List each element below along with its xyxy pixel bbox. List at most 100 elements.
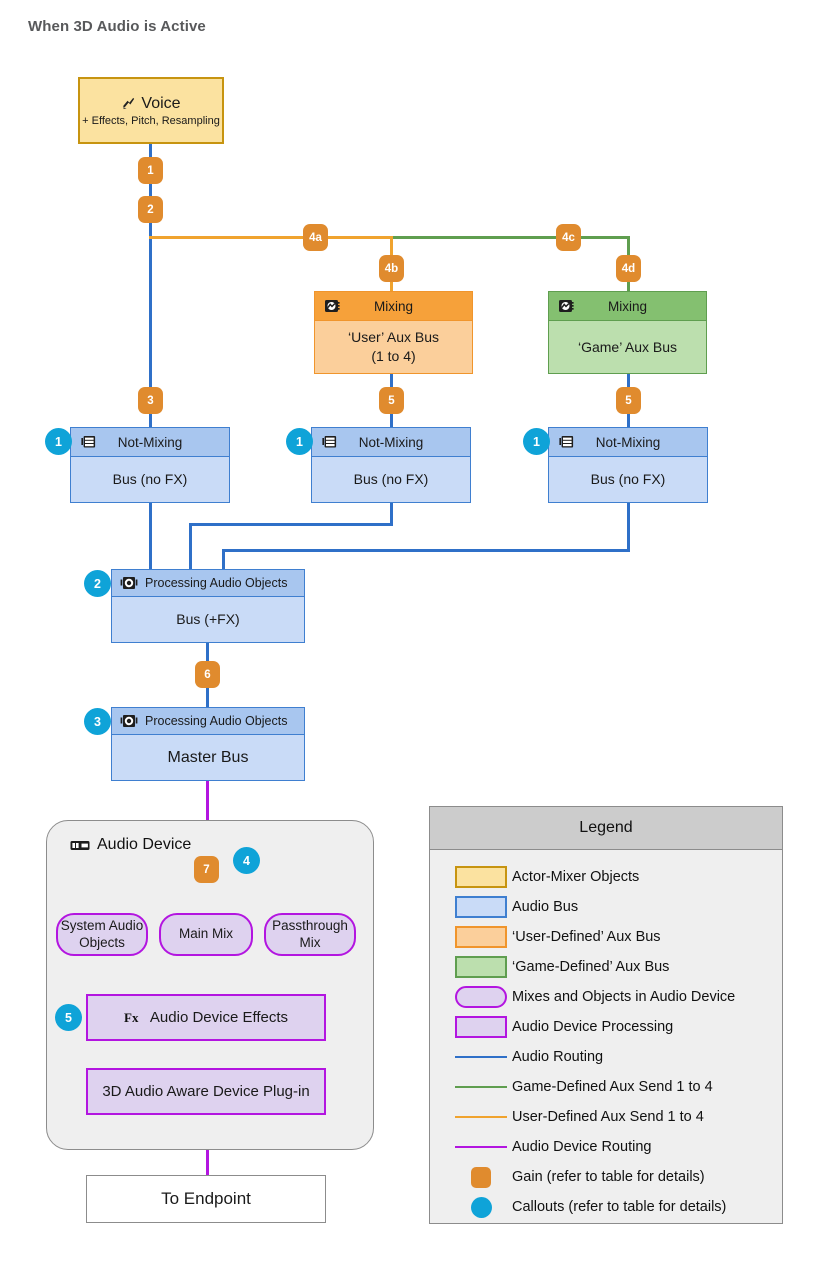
legend-row: Game-Defined Aux Send 1 to 4 — [430, 1072, 782, 1102]
callout-badge-1-middle[interactable]: 1 — [286, 428, 313, 455]
legend-title: Legend — [430, 807, 782, 850]
game-send-horizontal — [390, 236, 628, 239]
legend-swatch — [450, 1086, 512, 1088]
legend-row: ‘Game-Defined’ Aux Bus — [430, 952, 782, 982]
page-title: When 3D Audio is Active — [28, 18, 206, 35]
legend-label: Callouts (refer to table for details) — [512, 1199, 727, 1215]
callout-badge-3[interactable]: 3 — [84, 708, 111, 735]
legend-swatch-mark — [470, 1196, 492, 1218]
gain-badge-4b[interactable]: 4b — [379, 255, 404, 282]
node-main-mix[interactable]: Main Mix — [159, 913, 253, 956]
gain-badge-7[interactable]: 7 — [194, 856, 219, 883]
bus-right-body: Bus (no FX) — [549, 457, 707, 502]
audio-device-label-row: Audio Device — [70, 836, 191, 854]
node-voice[interactable]: Voice + Effects, Pitch, Resampling — [78, 77, 224, 144]
node-game-aux-bus[interactable]: Mixing ‘Game’ Aux Bus — [548, 291, 707, 374]
bus-middle-header-label: Not-Mixing — [358, 434, 424, 450]
bus-middle-body: Bus (no FX) — [312, 457, 470, 502]
node-endpoint[interactable]: To Endpoint — [86, 1175, 326, 1223]
legend-swatch — [450, 896, 512, 918]
callout-badge-5[interactable]: 5 — [55, 1004, 82, 1031]
legend-swatch-mark — [471, 1166, 491, 1188]
legend-label: Actor-Mixer Objects — [512, 869, 640, 885]
legend-swatch — [450, 1116, 512, 1118]
fx-icon: Fx — [124, 1010, 142, 1025]
node-bus-middle[interactable]: Not-Mixing Bus (no FX) — [311, 427, 471, 503]
user-aux-line2: (1 to 4) — [371, 348, 416, 364]
voice-icon — [121, 96, 136, 111]
gain-badge-2[interactable]: 2 — [138, 196, 163, 223]
legend-row: Actor-Mixer Objects — [430, 862, 782, 892]
node-bus-right[interactable]: Not-Mixing Bus (no FX) — [548, 427, 708, 503]
node-device-plugin[interactable]: 3D Audio Aware Device Plug-in — [86, 1068, 326, 1115]
legend-label: ‘Game-Defined’ Aux Bus — [512, 959, 670, 975]
gain-badge-4d[interactable]: 4d — [616, 255, 641, 282]
gain-badge-3[interactable]: 3 — [138, 387, 163, 414]
node-master-bus[interactable]: Processing Audio Objects Master Bus — [111, 707, 305, 781]
voice-title: Voice — [141, 94, 181, 112]
legend-swatch — [450, 986, 512, 1008]
routing-middle-bus-across — [189, 523, 393, 526]
user-aux-line1: ‘User’ Aux Bus — [347, 329, 440, 346]
master-bus-body: Master Bus — [112, 735, 304, 780]
legend-row: Audio Device Routing — [430, 1132, 782, 1162]
legend-swatch-mark — [455, 926, 507, 948]
bus-left-header-row: Not-Mixing — [71, 428, 229, 457]
not-mixing-icon — [322, 435, 338, 449]
gain-badge-1[interactable]: 1 — [138, 157, 163, 184]
node-system-audio-objects[interactable]: System Audio Objects — [56, 913, 148, 956]
bus-right-header-row: Not-Mixing — [549, 428, 707, 457]
user-aux-header-label: Mixing — [373, 298, 413, 314]
legend-swatch — [450, 1146, 512, 1148]
legend-swatch-mark — [455, 1116, 507, 1118]
voice-subtitle: + Effects, Pitch, Resampling — [82, 114, 220, 127]
bus-fx-header-row: Processing Audio Objects — [112, 570, 304, 597]
bus-fx-body: Bus (+FX) — [112, 597, 304, 642]
bus-right-header-label: Not-Mixing — [595, 434, 661, 450]
gain-badge-5-middle[interactable]: 5 — [379, 387, 404, 414]
legend-swatch — [450, 1016, 512, 1038]
gain-badge-4a[interactable]: 4a — [303, 224, 328, 251]
node-user-aux-bus[interactable]: Mixing ‘User’ Aux Bus (1 to 4) — [314, 291, 473, 374]
callout-badge-1-right[interactable]: 1 — [523, 428, 550, 455]
legend-swatch — [450, 866, 512, 888]
audio-device-icon — [70, 840, 90, 851]
legend-row: User-Defined Aux Send 1 to 4 — [430, 1102, 782, 1132]
audio-objects-icon — [120, 576, 138, 590]
user-aux-body: ‘User’ Aux Bus (1 to 4) — [315, 321, 472, 373]
gain-badge-5-right[interactable]: 5 — [616, 387, 641, 414]
legend-row: Mixes and Objects in Audio Device — [430, 982, 782, 1012]
legend-swatch-mark — [455, 1086, 507, 1088]
legend-label: Audio Device Processing — [512, 1019, 674, 1035]
routing-middle-bus-into-busfx — [189, 523, 192, 572]
callout-badge-4[interactable]: 4 — [233, 847, 260, 874]
legend-swatch-mark — [455, 986, 507, 1008]
game-aux-line1: ‘Game’ Aux Bus — [577, 338, 678, 355]
voice-title-row: Voice — [121, 94, 181, 113]
callout-badge-2[interactable]: 2 — [84, 570, 111, 597]
legend-label: Audio Routing — [512, 1049, 604, 1065]
gain-badge-6[interactable]: 6 — [195, 661, 220, 688]
legend-row: Audio Device Processing — [430, 1012, 782, 1042]
routing-right-bus-into-busfx — [222, 549, 225, 572]
node-bus-left[interactable]: Not-Mixing Bus (no FX) — [70, 427, 230, 503]
callout-badge-1-left[interactable]: 1 — [45, 428, 72, 455]
routing-middle-bus-down — [390, 502, 393, 526]
gain-badge-4c[interactable]: 4c — [556, 224, 581, 251]
not-mixing-icon — [559, 435, 575, 449]
legend-swatch-mark — [455, 1056, 507, 1058]
node-passthrough-mix[interactable]: Passthrough Mix — [264, 913, 356, 956]
legend-label: Gain (refer to table for details) — [512, 1169, 705, 1185]
routing-right-bus-down — [627, 502, 630, 552]
node-audio-device-effects[interactable]: Fx Audio Device Effects — [86, 994, 326, 1041]
not-mixing-icon — [81, 435, 97, 449]
legend-label: Audio Device Routing — [512, 1139, 652, 1155]
legend-swatch — [450, 1196, 512, 1218]
routing-left-bus-to-busfx — [149, 502, 152, 572]
audio-device-label: Audio Device — [97, 836, 192, 853]
legend-label: Audio Bus — [512, 899, 579, 915]
node-bus-fx[interactable]: Processing Audio Objects Bus (+FX) — [111, 569, 305, 643]
